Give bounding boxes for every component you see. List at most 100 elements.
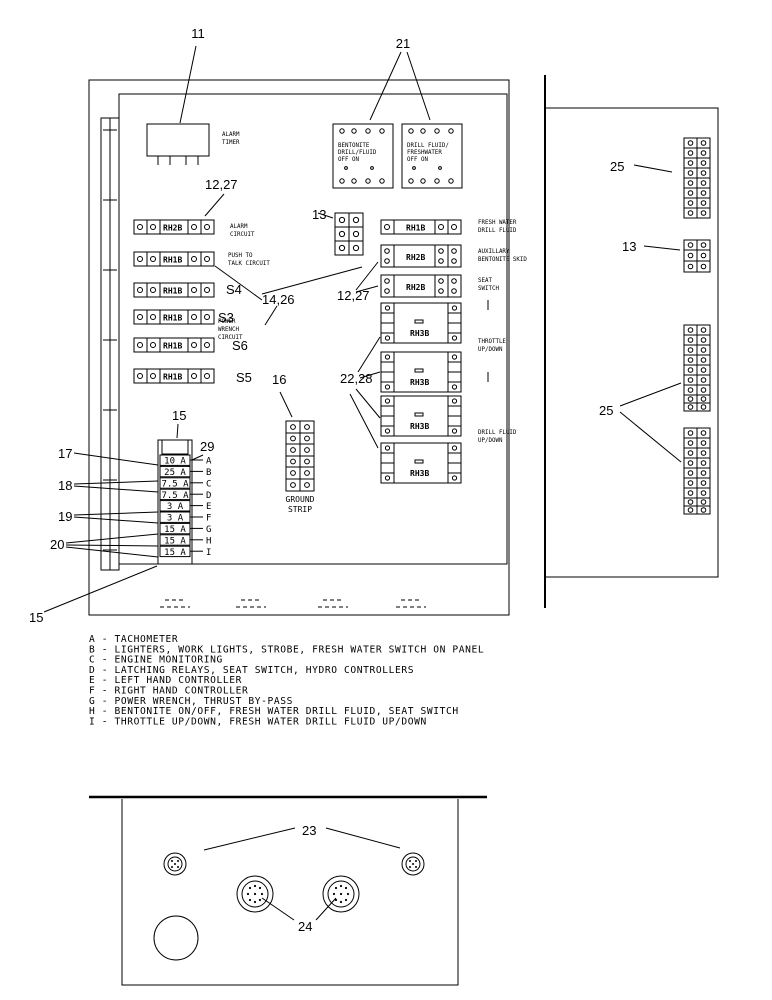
fuse-letter: I <box>206 548 211 558</box>
drill-fluid-label-2: UP/DOWN <box>478 438 503 444</box>
fuse-letter: A <box>206 457 212 467</box>
fuse-rating: 15 A <box>164 548 186 558</box>
fuse-letter: B <box>206 468 211 478</box>
relay-label: RH1B <box>163 373 182 382</box>
ground-strip-label-2: STRIP <box>288 505 312 514</box>
legend-line: E - LEFT HAND CONTROLLER <box>89 675 242 686</box>
callout-24: 24 <box>298 919 312 934</box>
ground-strip-label-1: GROUND <box>286 495 315 504</box>
fuse-rating: 7.5 A <box>161 491 189 501</box>
fuse-letter: F <box>206 514 211 524</box>
callout-13-right: 13 <box>622 239 636 254</box>
terminal-strip-25-mid <box>683 324 711 412</box>
power-wrench-label-2: WRENCH <box>218 327 239 333</box>
blank-port <box>153 915 199 961</box>
relay-label: RH1B <box>163 256 182 265</box>
terminal-strip-25-top <box>683 137 711 219</box>
legend-line: G - POWER WRENCH, THRUST BY-PASS <box>89 696 293 707</box>
push-to-talk-label-2: TALK CIRCUIT <box>228 261 270 267</box>
auxiliary-label-1: AUXILLARY <box>478 249 510 255</box>
side-panel <box>544 75 719 608</box>
callout-15-top: 15 <box>172 408 186 423</box>
relay-label: RH1B <box>406 224 425 233</box>
fuse-row: 7.5 A C <box>159 477 211 489</box>
callout-12-27-mid: 12,27 <box>337 288 370 303</box>
fuse-rating: 10 A <box>164 457 186 467</box>
relay-rh1b-s4: RH1B <box>133 282 215 298</box>
fuse-rating: 25 A <box>164 468 186 478</box>
drill-fluid-label-1: DRILL FLUID <box>478 430 517 436</box>
fresh-water-label-1: FRESH WATER <box>478 220 517 226</box>
callout-18: 18 <box>58 478 72 493</box>
fuse-rating: 15 A <box>164 536 186 546</box>
callout-29: 29 <box>200 439 214 454</box>
legend-line: C - ENGINE MONITORING <box>89 655 223 666</box>
seat-switch-label-2: SWITCH <box>478 286 499 292</box>
relay-label: RH1B <box>163 342 182 351</box>
panel-feet <box>160 599 426 608</box>
legend-line: A - TACHOMETER <box>89 634 178 645</box>
fuse-rating: 7.5 A <box>161 479 189 489</box>
power-wrench-label-1: POWER <box>218 319 236 325</box>
relay-rh1b-s5: RH1B <box>133 368 215 384</box>
drill-switch-label-1: DRILL FLUID/ <box>407 143 449 149</box>
callout-11: 11 <box>191 26 205 41</box>
s3-label: S3 <box>218 310 234 325</box>
toggle-switch-drill-fluid: DRILL FLUID/ FRESHWATER OFF ON <box>401 123 463 189</box>
push-to-talk-label-1: PUSH TO <box>228 253 253 259</box>
relay-rh1b-s3: RH1B <box>133 309 215 325</box>
fresh-water-label-2: DRILL FLUID <box>478 228 517 234</box>
callout-13: 13 <box>312 207 326 222</box>
callout-14-26: 14,26 <box>262 292 295 307</box>
relay-label: RH2B <box>406 253 425 262</box>
drill-switch-label-2: FRESHWATER <box>407 150 442 156</box>
callout-15-bottom: 15 <box>29 610 43 625</box>
relay-rh3b-2: RH3B <box>380 351 462 393</box>
callout-12-27-top: 12,27 <box>205 177 238 192</box>
connector-panel <box>89 795 487 986</box>
left-relay-labels: ALARM CIRCUIT PUSH TO TALK CIRCUIT POWER… <box>218 224 270 385</box>
throttle-label-1: THROTTLE <box>478 339 506 345</box>
callout-19: 19 <box>58 509 72 524</box>
ground-strip: GROUND STRIP <box>285 420 315 514</box>
fuse-letter: D <box>206 491 211 501</box>
relay-label: RH3B <box>410 329 429 338</box>
relay-label: RH2B <box>406 283 425 292</box>
large-connector-left <box>236 875 274 913</box>
fuse-letter: C <box>206 479 211 489</box>
relay-label: RH1B <box>163 287 182 296</box>
s6-label: S6 <box>232 338 248 353</box>
relay-rh1b-push-to-talk: RH1B <box>133 251 215 267</box>
relay-label: RH2B <box>163 224 182 233</box>
callout-25-top: 25 <box>610 159 624 174</box>
relay-rh3b-3: RH3B <box>380 395 462 437</box>
relay-rh2b-alarm: RH2B <box>133 219 215 235</box>
alarm-circuit-label-1: ALARM <box>230 224 248 230</box>
relay-rh3b-1: RH3B <box>380 302 462 344</box>
relay-rh2b-seat: RH2B <box>380 274 462 298</box>
alarm-circuit-label-2: CIRCUIT <box>230 232 255 238</box>
large-connector-right <box>322 875 360 913</box>
legend-line: D - LATCHING RELAYS, SEAT SWITCH, HYDRO … <box>89 665 414 676</box>
alarm-timer-label-2: TIMER <box>222 140 240 146</box>
toggle-switch-bentonite: BENTONITE DRILL/FLUID OFF ON <box>332 123 394 189</box>
fuse-rating: 3 A <box>167 502 184 512</box>
drill-switch-label-3: OFF ON <box>407 157 428 163</box>
seat-switch-label-1: SEAT <box>478 278 492 284</box>
callout-16: 16 <box>272 372 286 387</box>
right-relay-labels: FRESH WATER DRILL FLUID AUXILLARY BENTON… <box>478 220 527 444</box>
legend-line: H - BENTONITE ON/OFF, FRESH WATER DRILL … <box>89 706 459 717</box>
legend-line: I - THROTTLE UP/DOWN, FRESH WATER DRILL … <box>89 716 427 727</box>
callout-20: 20 <box>50 537 64 552</box>
callout-21: 21 <box>396 36 410 51</box>
bentonite-switch-label-1: BENTONITE <box>338 143 370 149</box>
callout-25-bottom: 25 <box>599 403 613 418</box>
relay-label: RH3B <box>410 469 429 478</box>
relay-label: RH3B <box>410 378 429 387</box>
